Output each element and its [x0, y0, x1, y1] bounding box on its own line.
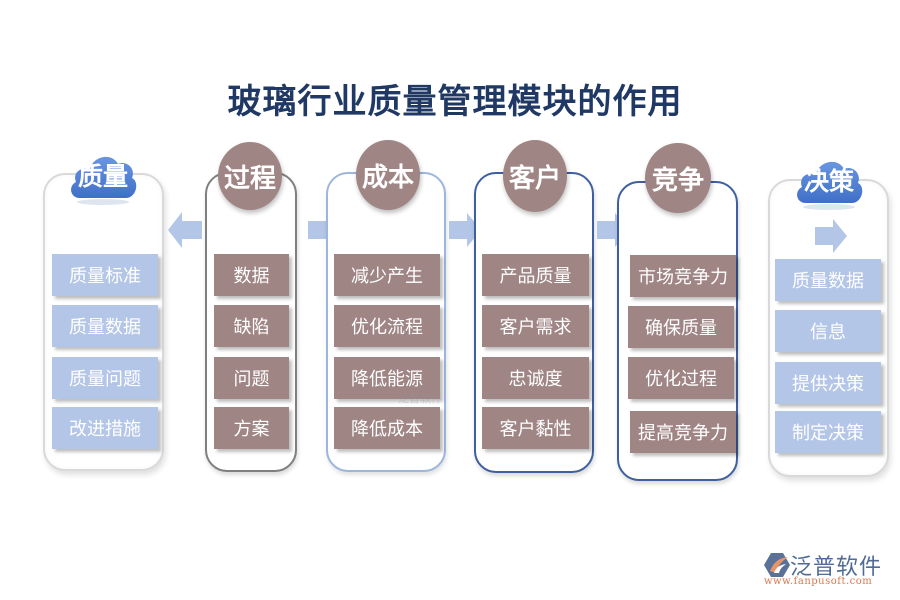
list-item: 质量数据: [775, 259, 881, 301]
list-item: 客户需求: [482, 305, 589, 347]
column-header-process: 过程: [218, 142, 282, 210]
list-item: 减少产生: [334, 254, 440, 296]
logo-url: www.fanpusoft.com: [764, 576, 873, 587]
list-item: 降低能源: [334, 357, 440, 399]
list-item: 市场竞争力: [630, 255, 736, 297]
column-header-quality: 质量: [77, 162, 128, 191]
cloud-icon: [797, 161, 863, 210]
cloud-header-quality: 质量: [68, 148, 138, 206]
cloud-header-decision: 决策: [794, 153, 864, 211]
list-item: 客户黏性: [482, 407, 589, 449]
list-item: 确保质量: [628, 306, 734, 348]
logo-icon: [764, 553, 790, 577]
list-item: 优化过程: [628, 357, 734, 399]
list-item: 忠诚度: [482, 357, 589, 399]
column-header-decision: 决策: [803, 167, 854, 196]
list-item: 信息: [775, 310, 881, 352]
list-item: 数据: [214, 254, 289, 296]
arrow-left-icon: [168, 212, 202, 248]
list-item: 降低成本: [334, 407, 440, 449]
list-item: 质量标准: [52, 254, 158, 296]
column-header-customer: 客户: [503, 140, 567, 212]
watermark: 泛普软件: [398, 392, 442, 405]
list-item: 提供决策: [775, 362, 881, 404]
list-item: 质量问题: [52, 357, 158, 399]
list-item: 改进措施: [52, 407, 158, 449]
logo-name: 泛普软件: [790, 555, 883, 580]
arrow-right-icon: [815, 219, 847, 253]
list-item: 缺陷: [214, 305, 289, 347]
list-item: 优化流程: [334, 305, 440, 347]
list-item: 产品质量: [482, 254, 589, 296]
arrow-right-icon: [449, 213, 481, 247]
list-item: 制定决策: [775, 411, 881, 453]
list-item: 方案: [214, 407, 289, 449]
list-item: 问题: [214, 357, 289, 399]
page-title: 玻璃行业质量管理模块的作用: [227, 82, 683, 122]
list-item: 提高竞争力: [630, 411, 736, 453]
cloud-icon: [71, 156, 137, 205]
column-header-cost: 成本: [356, 140, 420, 210]
list-item: 质量数据: [52, 305, 158, 347]
column-header-competition: 竞争: [645, 143, 711, 213]
brand-logo: 泛普软件 www.fanpusoft.com: [762, 551, 892, 591]
